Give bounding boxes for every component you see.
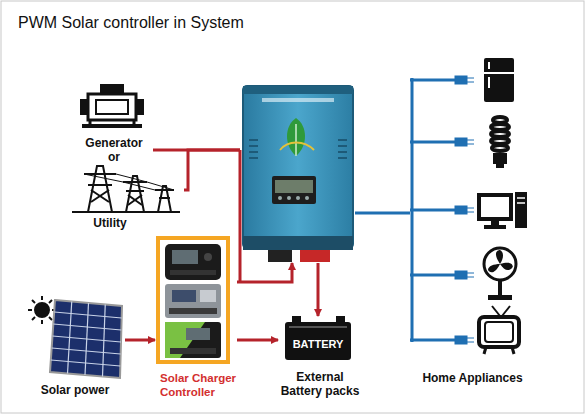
plug-symbols bbox=[455, 76, 474, 344]
utility-pylons bbox=[72, 166, 180, 212]
fridge-icon bbox=[484, 58, 514, 102]
appliance-wiring bbox=[410, 78, 456, 342]
charge-controller-node: Solar Charger Controller bbox=[155, 236, 237, 400]
ac-output-wire bbox=[355, 212, 410, 215]
utility-node: Utility bbox=[70, 158, 184, 230]
solar-panel-node: Solar power bbox=[25, 290, 125, 400]
appliances-node: Home Appliances bbox=[410, 50, 535, 400]
node-label: Solar Charger Controller bbox=[160, 371, 240, 399]
generator-icon bbox=[80, 84, 144, 126]
charge-controllers bbox=[158, 238, 228, 362]
power-wire bbox=[317, 263, 320, 316]
sun-symbol bbox=[28, 296, 56, 324]
power-wire bbox=[184, 150, 240, 190]
fan-icon bbox=[484, 248, 516, 300]
computer-icon bbox=[479, 192, 527, 229]
power-wire bbox=[125, 339, 155, 342]
solar-panel bbox=[50, 300, 122, 378]
power-wire bbox=[237, 263, 292, 282]
tv-icon bbox=[479, 306, 519, 354]
generator-node: Generator or bbox=[75, 80, 153, 166]
node-label: BATTERY bbox=[285, 337, 351, 351]
node-label: Home Appliances bbox=[410, 371, 535, 385]
bulb-icon bbox=[491, 117, 509, 168]
battery-graphic bbox=[285, 316, 351, 360]
inverter-node bbox=[240, 85, 355, 263]
ac-feed-wire bbox=[239, 150, 242, 282]
power-wire bbox=[237, 339, 278, 342]
battery-node: BATTERY External Battery packs bbox=[278, 316, 362, 400]
diagram-title: PWM Solar controller in System bbox=[18, 14, 244, 32]
inverter-unit bbox=[243, 86, 353, 262]
node-label: Solar power bbox=[25, 383, 125, 397]
node-label: External Battery packs bbox=[278, 370, 362, 398]
node-label: Utility bbox=[70, 216, 150, 230]
node-label: Generator or bbox=[79, 136, 149, 164]
